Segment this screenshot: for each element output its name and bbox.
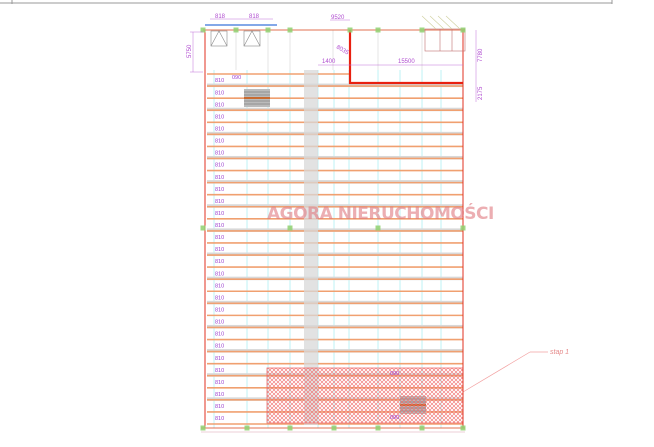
column-marker (200, 27, 206, 33)
rack-label: 810 (215, 235, 224, 241)
main-aisle (304, 70, 318, 425)
stage-label: stap 1 (550, 349, 569, 356)
column-marker (287, 425, 293, 431)
rack-label: 810 (215, 332, 224, 338)
rack-label: 810 (215, 90, 224, 96)
dim-diagonal: 8035 (335, 45, 350, 57)
rack-label: 810 (215, 416, 224, 422)
column-marker (347, 27, 353, 33)
dim-top-mid: 9520 (331, 15, 345, 21)
rack-label: 810 (215, 271, 224, 277)
office-partition (348, 30, 463, 85)
column-marker (265, 27, 271, 33)
columns (200, 27, 466, 431)
aux-label: 090 (232, 75, 241, 81)
column-marker (200, 225, 206, 231)
column-marker (287, 27, 293, 33)
rack-rows: 810 810 810 810 810 810 810 810 810 810 810 810 810 8… (207, 73, 463, 425)
rack-label: 810 (215, 320, 224, 326)
column-marker (244, 425, 250, 431)
rack-label: 810 (215, 199, 224, 205)
rack-label: 810 (215, 114, 224, 120)
rack-label: 810 (215, 187, 224, 193)
stage-area (266, 367, 464, 424)
rack-label: 810 (215, 78, 224, 84)
dim-right-upper: 7780 (478, 48, 484, 62)
dock-door-icon (210, 30, 261, 47)
rack-label: 810 (215, 223, 224, 229)
dim-right-lower: 2175 (478, 86, 484, 100)
rack-label: 810 (215, 308, 224, 314)
rack-label: 810 (215, 247, 224, 253)
column-marker (419, 27, 425, 33)
sanitary-rooms (421, 15, 466, 52)
column-marker (419, 425, 425, 431)
column-marker (200, 425, 206, 431)
column-marker (233, 27, 239, 33)
rack-label: 810 (215, 102, 224, 108)
rack-label: 810 (215, 344, 224, 350)
column-marker (287, 225, 293, 231)
column-marker (375, 425, 381, 431)
rack-label: 810 (215, 126, 224, 132)
column-marker (460, 225, 466, 231)
dimension-lines (190, 18, 477, 102)
column-marker (331, 425, 337, 431)
rack-label: 810 (215, 283, 224, 289)
rack-label: 810 (215, 404, 224, 410)
dim-left-height: 5750 (187, 44, 193, 58)
aux-label: 090 (390, 371, 399, 377)
rack-label: 810 (215, 295, 224, 301)
rack-label: 810 (215, 163, 224, 169)
aux-label: 090 (390, 415, 399, 421)
rack-label: 810 (215, 211, 224, 217)
rack-label: 810 (215, 380, 224, 386)
dim-top-left-b: 818 (249, 14, 260, 20)
rack-label: 810 (215, 356, 224, 362)
column-marker (460, 425, 466, 431)
column-marker (375, 225, 381, 231)
dim-inner-offset: 1400 (322, 59, 336, 65)
rack-label: 810 (215, 139, 224, 145)
rack-label: 810 (215, 259, 224, 265)
stair-icon (244, 89, 270, 107)
rack-label: 810 (215, 392, 224, 398)
watermark-logo: AGORA NIERUCHOMOŚCI (267, 202, 494, 224)
dim-top-left-a: 818 (215, 14, 226, 20)
dim-office-width: 15500 (398, 59, 415, 65)
rack-label: 810 (215, 368, 224, 374)
rack-label: 810 (215, 175, 224, 181)
column-marker (460, 27, 466, 33)
rack-label: 810 (215, 151, 224, 157)
column-marker (375, 27, 381, 33)
